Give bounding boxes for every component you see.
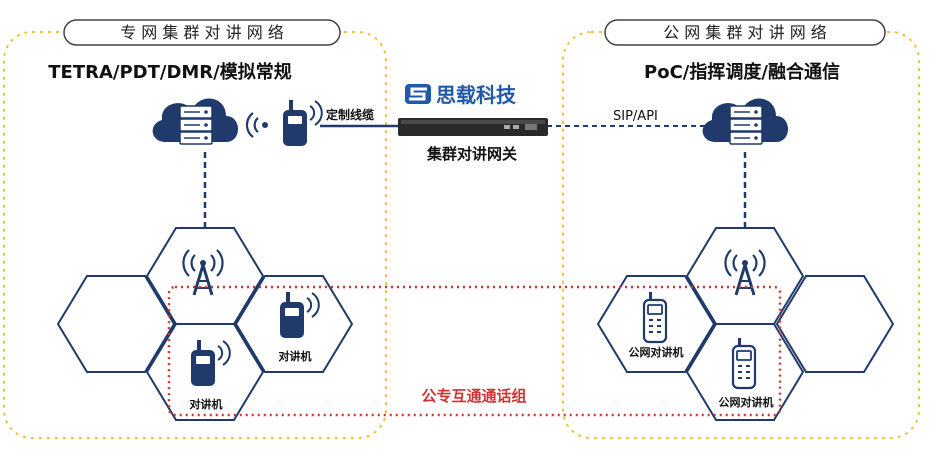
public-cell-grid [596, 227, 895, 421]
talkgroup-label: 公专互通通话组 [421, 387, 526, 405]
custom-cable-label: 定制线缆 [326, 107, 374, 122]
sip-api-label: SIP/API [613, 109, 658, 124]
public-network-label-pill: 公 网 集 群 对 讲 网 络 [604, 19, 886, 46]
talkgroup-boundary [167, 285, 782, 417]
brand-logo-icon [405, 84, 431, 104]
brand-name: 思载科技 [436, 83, 517, 107]
private-network-subtitle: TETRA/PDT/DMR/模拟常规 [48, 61, 292, 83]
brand-logo: 思载科技 [405, 83, 517, 107]
public-radio-label: 公网对讲机 [629, 345, 684, 359]
public-radio-icon [731, 336, 757, 390]
public-cloud-server-icon [701, 97, 789, 145]
private-cell-grid [56, 227, 354, 421]
gateway-radio-icon [282, 99, 323, 147]
private-network-label: 专 网 集 群 对 讲 网 络 [120, 23, 284, 42]
private-cloud-server-icon [151, 97, 239, 145]
gateway-device [398, 118, 548, 136]
private-network-label-pill: 专 网 集 群 对 讲 网 络 [63, 19, 341, 46]
radio-label: 对讲机 [190, 397, 223, 411]
public-radio-label: 公网对讲机 [719, 395, 774, 409]
hex-cell [775, 275, 895, 373]
hex-cell [56, 275, 176, 373]
gateway-label: 集群对讲网关 [426, 145, 517, 163]
radio-label: 对讲机 [279, 349, 312, 363]
public-network-region [562, 31, 920, 439]
public-network-label: 公 网 集 群 对 讲 网 络 [663, 23, 827, 42]
public-network-subtitle: PoC/指挥调度/融合通信 [644, 61, 840, 83]
public-radio-icon [642, 290, 668, 344]
wireless-signal-icon [245, 112, 268, 138]
